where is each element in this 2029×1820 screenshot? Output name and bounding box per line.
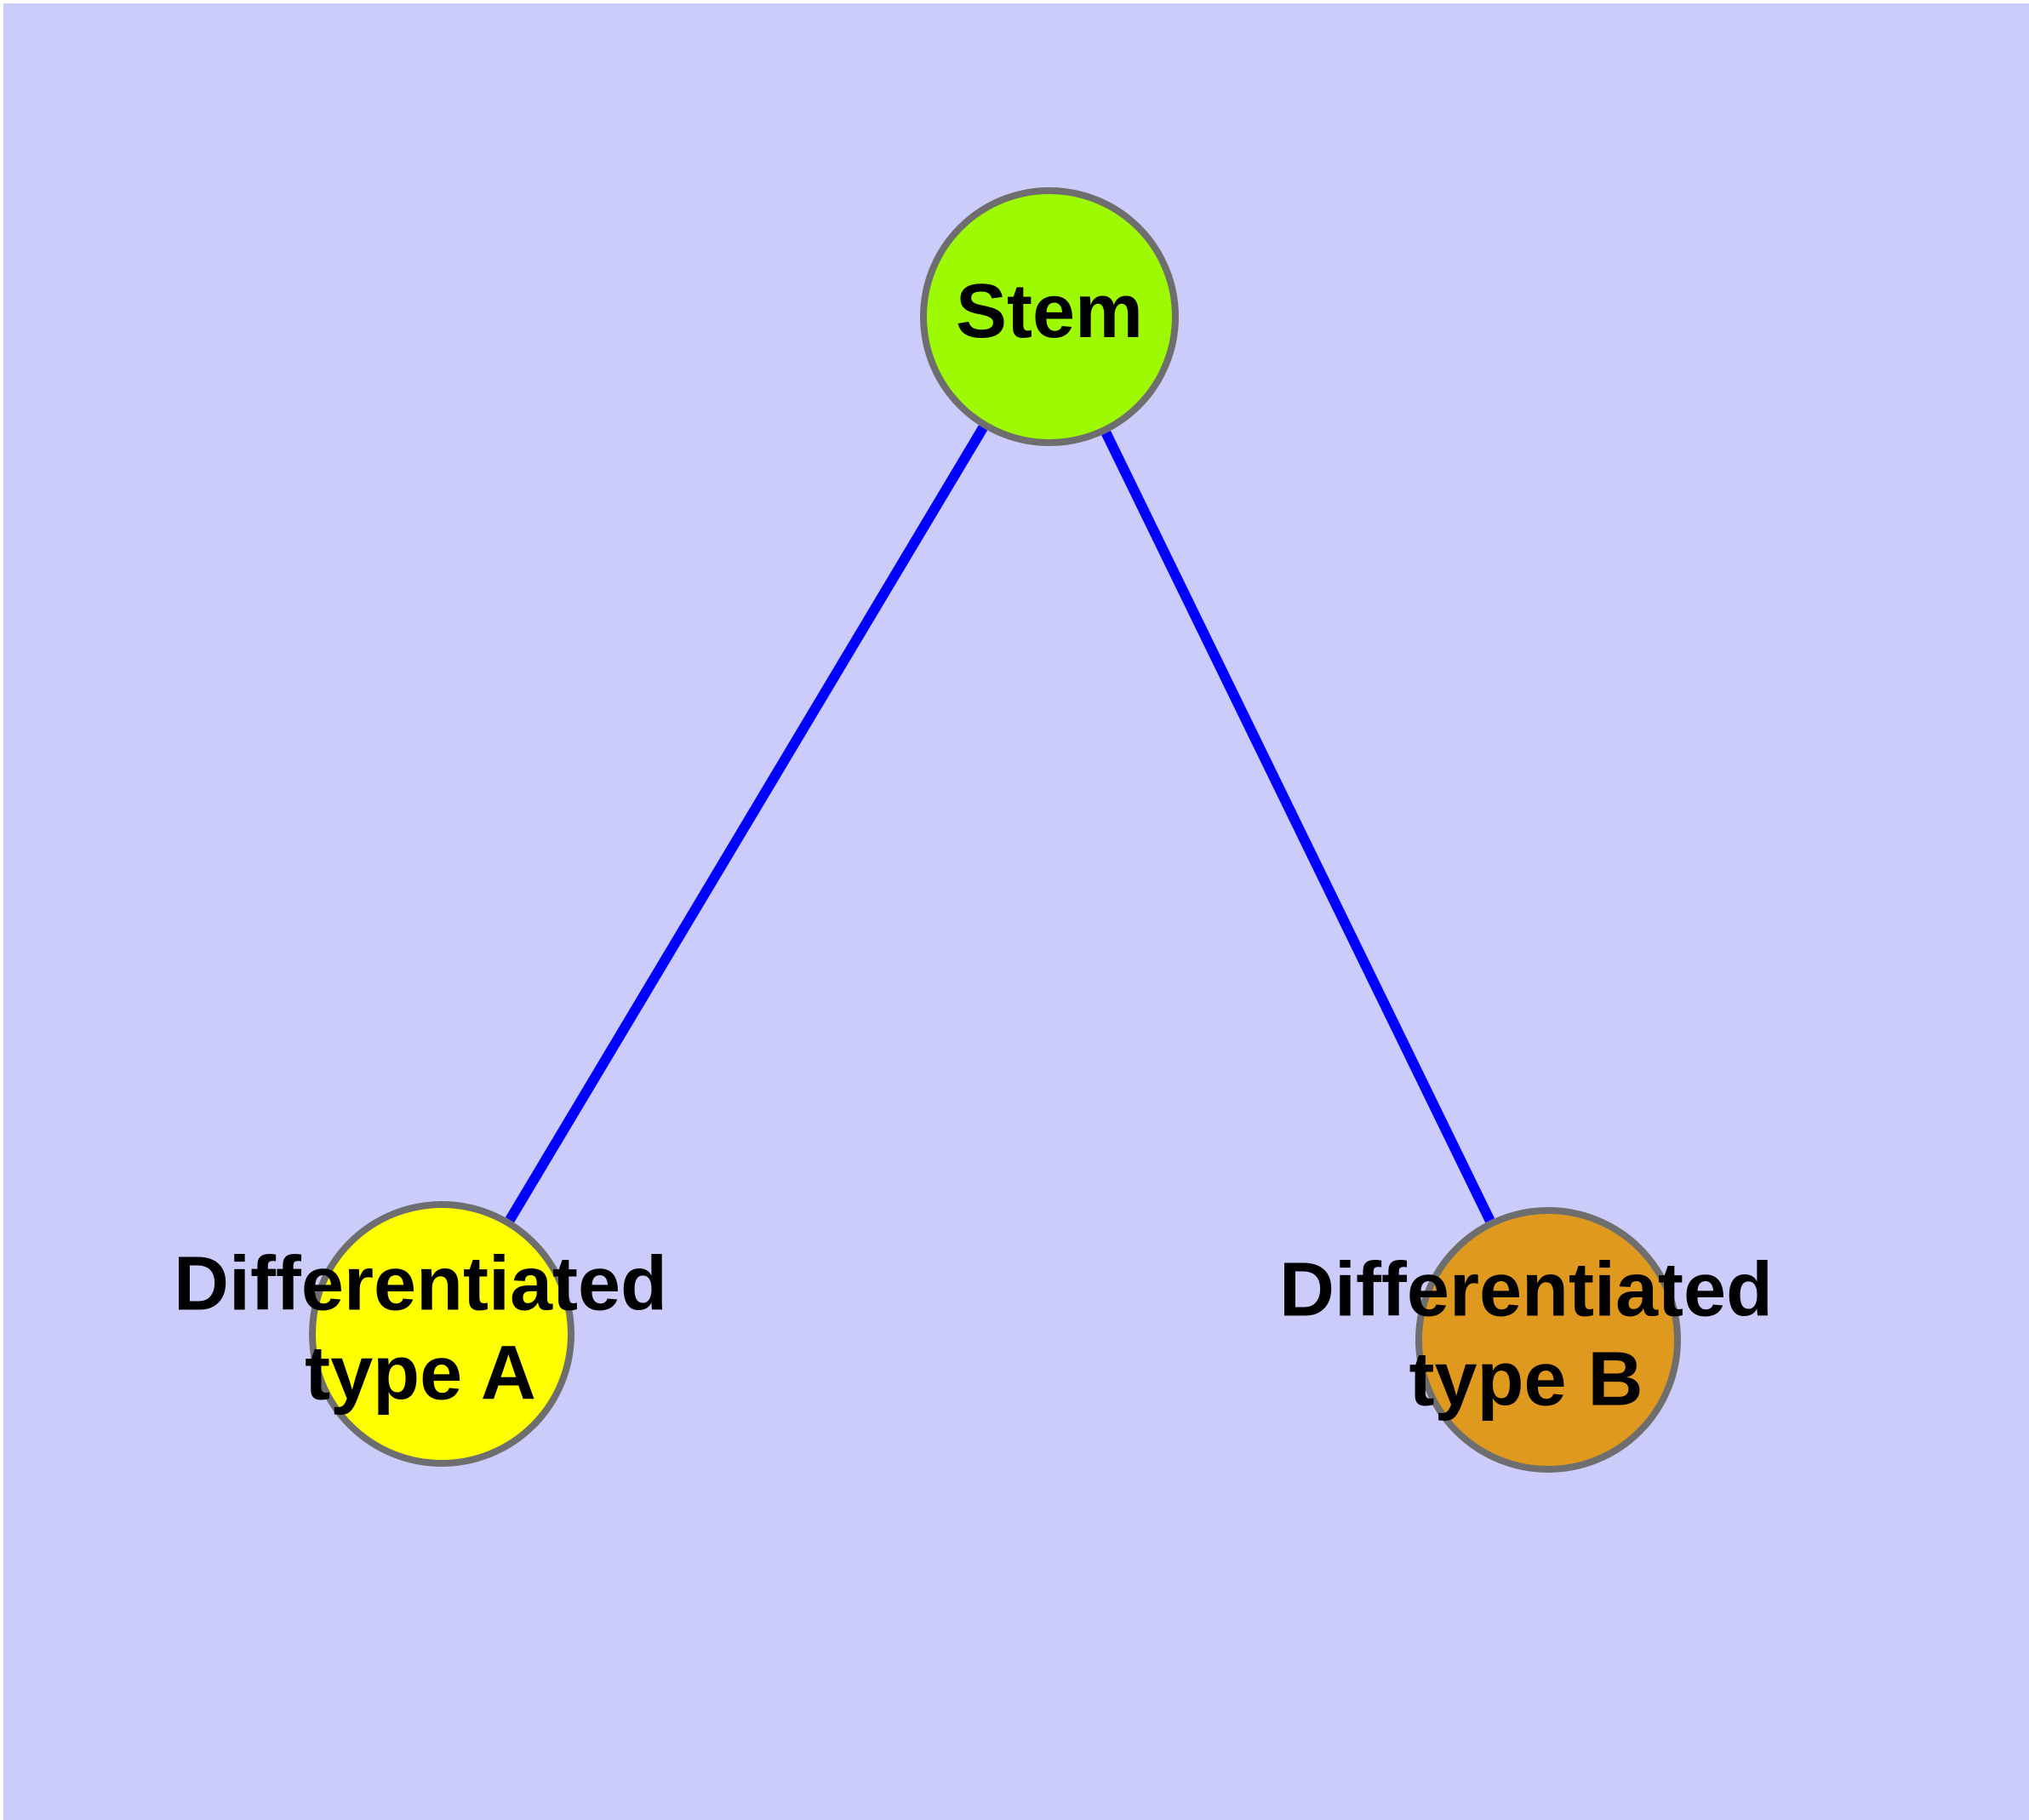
nodes-layer	[309, 187, 1681, 1473]
graph-edge-stem-diff_a	[505, 425, 988, 1223]
edges-layer	[505, 425, 1495, 1223]
graph-node-label-line: type A	[305, 1331, 536, 1416]
graph-node-label-stem: Stem	[956, 269, 1143, 354]
graph-edge-stem-diff_b	[1101, 430, 1495, 1223]
graph-node-label-line: Stem	[956, 269, 1143, 354]
graph-node-diff_b[interactable]	[1415, 1207, 1681, 1473]
graph-node-label-line: type B	[1409, 1336, 1643, 1422]
graph-node-label-line: Differentiated	[174, 1241, 667, 1326]
graph-node-diff_a[interactable]	[309, 1201, 574, 1467]
graph-node-stem[interactable]	[920, 187, 1179, 446]
graph-node-label-line: Differentiated	[1279, 1247, 1773, 1332]
